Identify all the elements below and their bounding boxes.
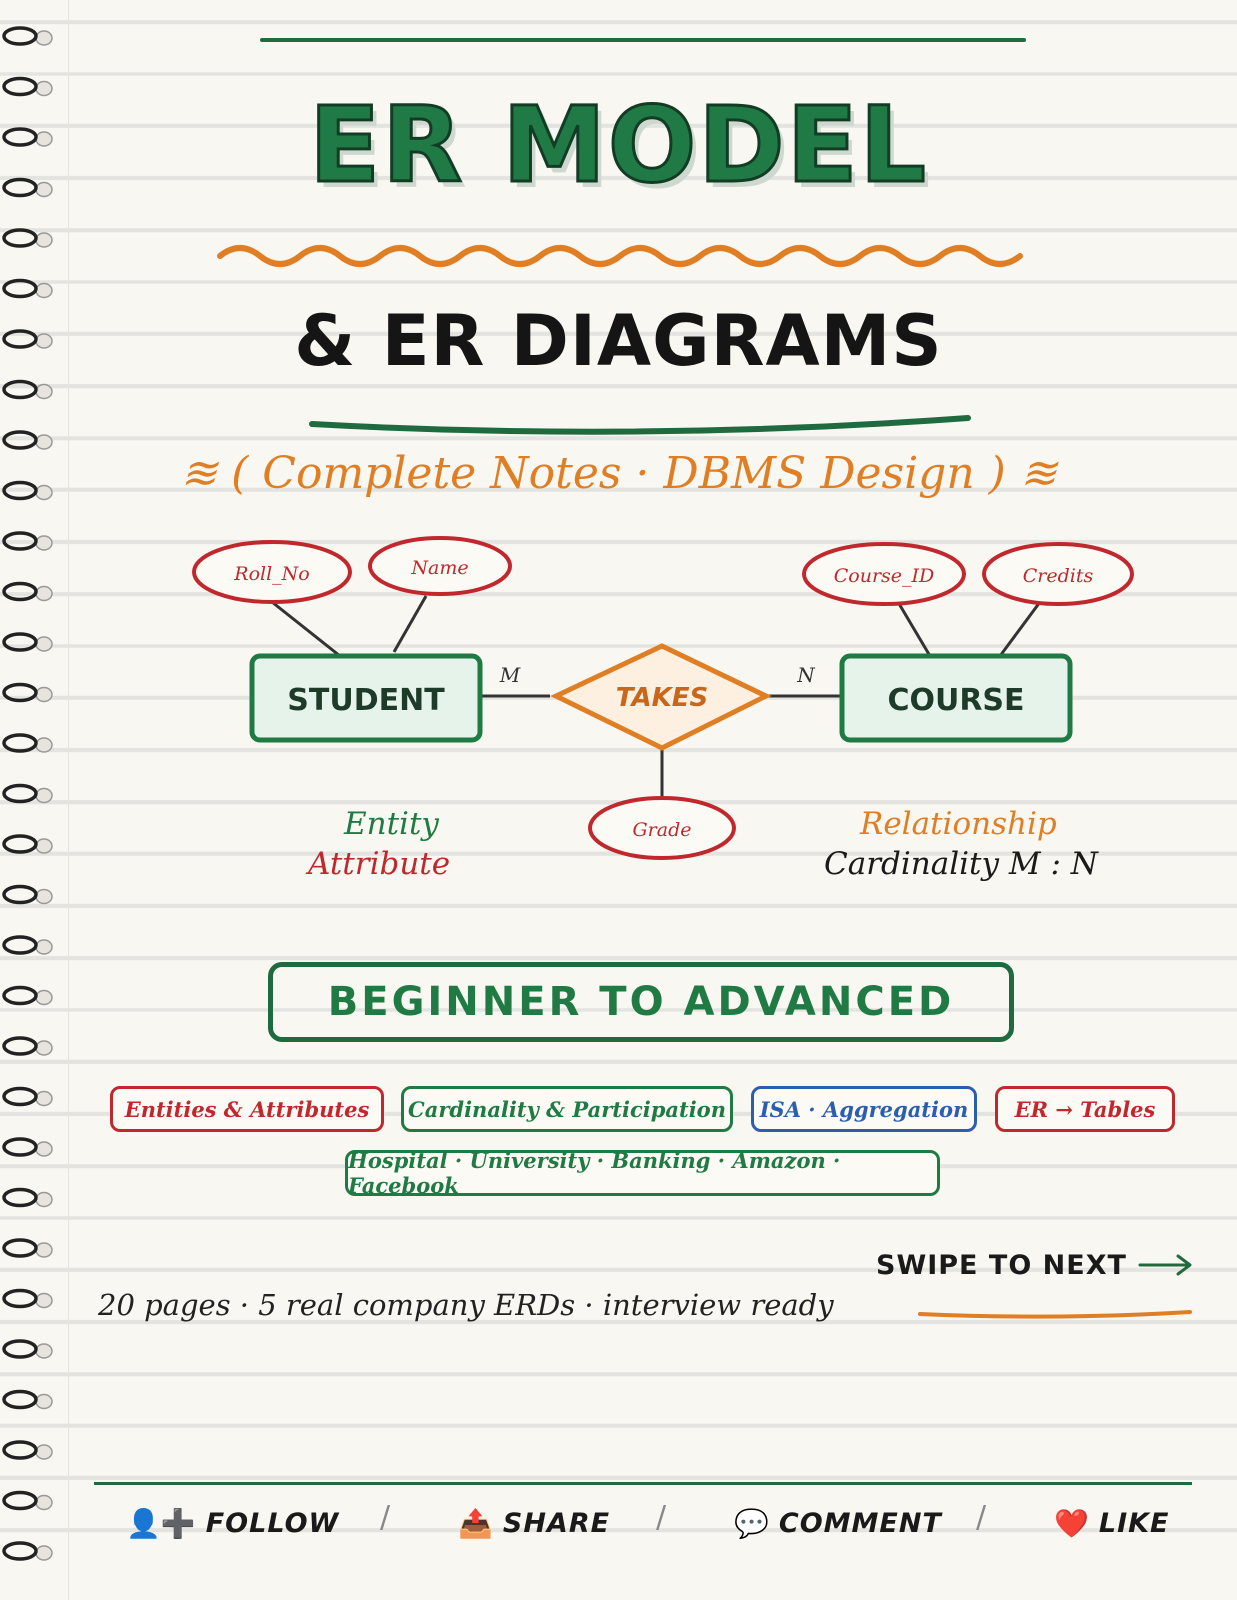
entity-student — [249, 653, 483, 743]
spiral-ring — [2, 632, 53, 652]
margin-line — [68, 0, 69, 1600]
level-label: BEGINNER TO ADVANCED — [327, 979, 955, 1025]
spiral-ring — [2, 1086, 53, 1107]
heart-icon: ❤️ — [1054, 1506, 1089, 1540]
follow-button[interactable]: 👤➕ FOLLOW — [126, 1498, 339, 1548]
spiral-ring — [2, 127, 53, 147]
spiral-ring — [2, 531, 53, 551]
legend-cardinality: Cardinality M : N — [824, 846, 1098, 882]
like-label: LIKE — [1098, 1507, 1170, 1539]
attribute-label: Grade — [633, 819, 692, 841]
legend-attribute: Attribute — [308, 846, 451, 882]
spiral-ring — [2, 76, 53, 97]
spiral-ring — [2, 480, 53, 501]
bottom-rule — [94, 1482, 1192, 1485]
spiral-ring — [2, 1187, 53, 1208]
entity-label: STUDENT — [287, 683, 445, 718]
attribute-label: Roll_No — [233, 563, 309, 585]
spiral-ring — [2, 1389, 53, 1410]
share-button[interactable]: 📤 SHARE — [458, 1498, 610, 1548]
legend-entity: Entity — [344, 806, 439, 842]
follow-label: FOLLOW — [205, 1507, 340, 1539]
page-title: ER MODEL — [308, 83, 928, 208]
top-rule — [260, 38, 1026, 42]
tagline: ≋ ( Complete Notes · DBMS Design ) ≋ — [180, 448, 1057, 499]
topic-chip-isa[interactable]: ISA · Aggregation — [751, 1086, 977, 1132]
action-separator: / — [380, 1500, 391, 1535]
topic-chip-case-studies[interactable]: Hospital · University · Banking · Amazon… — [345, 1148, 940, 1198]
spiral-ring — [2, 1238, 53, 1258]
attribute-label: Credits — [1023, 565, 1094, 587]
relationship-label: TAKES — [616, 683, 708, 713]
spiral-ring — [2, 1137, 53, 1157]
spiral-ring — [2, 430, 53, 450]
topic-chip-cardinality[interactable]: Cardinality & Participation — [401, 1086, 733, 1132]
spiral-ring — [2, 733, 53, 753]
attribute-credits — [982, 542, 1134, 606]
spiral-ring — [2, 1036, 53, 1056]
spiral-ring — [2, 834, 53, 854]
spiral-ring — [2, 783, 53, 804]
spiral-ring — [2, 1440, 53, 1460]
arrow-right-icon[interactable] — [1138, 1250, 1194, 1280]
entity-course — [839, 653, 1073, 743]
comment-icon: 💬 — [734, 1506, 769, 1540]
page-subtitle: & ER DIAGRAMS — [294, 300, 943, 382]
spiral-ring — [2, 884, 53, 905]
attribute-grade — [588, 796, 736, 860]
attribute-roll-no — [192, 540, 352, 604]
cardinality-m: M — [499, 663, 521, 687]
spiral-ring — [2, 26, 53, 46]
spiral-ring — [2, 682, 53, 703]
swipe-label[interactable]: SWIPE TO NEXT — [876, 1250, 1127, 1281]
action-separator: / — [976, 1500, 987, 1535]
level-banner: BEGINNER TO ADVANCED — [268, 962, 1014, 1042]
spiral-binding — [2, 26, 53, 1561]
attribute-course-id — [802, 542, 966, 606]
spiral-ring — [2, 278, 53, 299]
attribute-label: Course_ID — [834, 565, 935, 587]
spiral-ring — [2, 1339, 53, 1359]
spiral-ring — [2, 329, 53, 349]
share-icon: 📤 — [458, 1506, 493, 1540]
action-separator: / — [656, 1500, 667, 1535]
entity-label: COURSE — [887, 683, 1024, 718]
attribute-label: Name — [410, 557, 468, 579]
er-connectors — [271, 595, 1042, 798]
comment-button[interactable]: 💬 COMMENT — [734, 1498, 942, 1548]
stats-line: 20 pages · 5 real company ERDs · intervi… — [98, 1288, 834, 1322]
spiral-ring — [2, 581, 53, 602]
wavy-underline — [217, 245, 1023, 267]
topic-chip-er-tables[interactable]: ER → Tables — [995, 1086, 1175, 1132]
spiral-ring — [2, 935, 53, 955]
spiral-ring — [2, 1541, 53, 1561]
like-button[interactable]: ❤️ LIKE — [1054, 1498, 1170, 1548]
attribute-name — [368, 536, 512, 596]
curved-underline — [309, 415, 971, 435]
spiral-ring — [2, 985, 53, 1006]
relationship-takes — [550, 643, 772, 751]
share-label: SHARE — [502, 1507, 611, 1539]
spiral-ring — [2, 379, 53, 400]
spiral-ring — [2, 177, 53, 198]
comment-label: COMMENT — [778, 1507, 942, 1539]
follow-icon: 👤➕ — [126, 1506, 196, 1540]
topic-chip-entities[interactable]: Entities & Attributes — [110, 1086, 384, 1132]
spiral-ring — [2, 228, 53, 248]
swipe-underline — [918, 1310, 1192, 1319]
er-diagram: Roll_No Name Course_ID Credits Grade STU… — [192, 536, 1134, 860]
cardinality-n: N — [796, 663, 816, 687]
spiral-ring — [2, 1288, 53, 1309]
legend-relationship: Relationship — [860, 806, 1057, 842]
spiral-ring — [2, 1490, 53, 1511]
